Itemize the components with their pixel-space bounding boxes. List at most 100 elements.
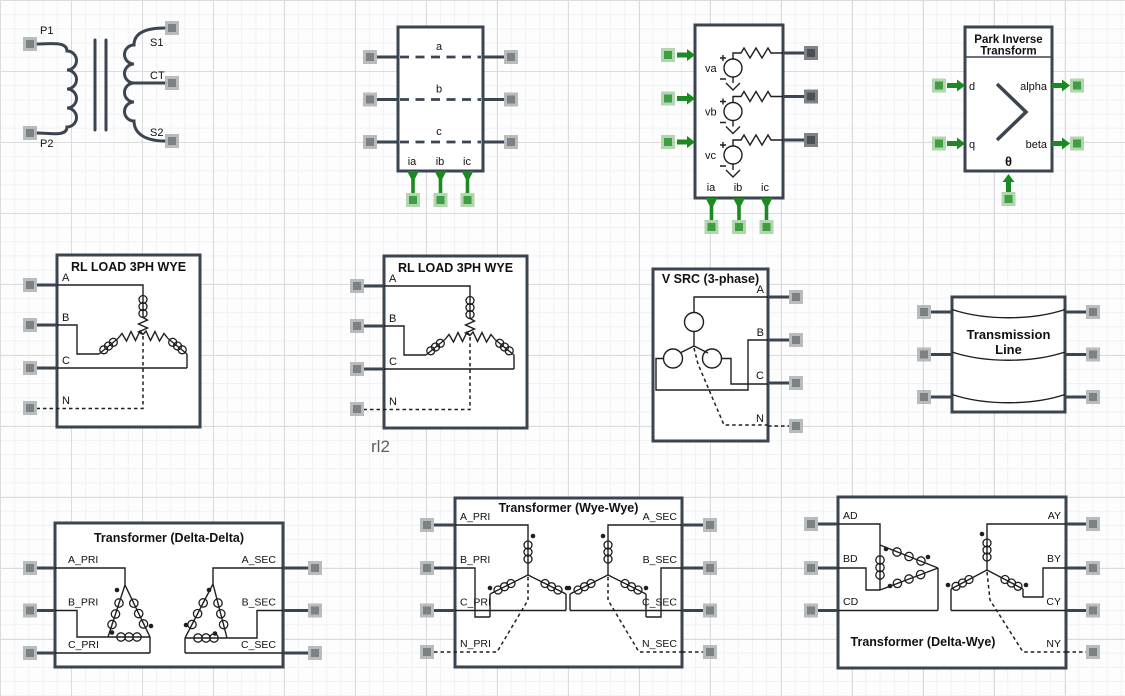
component-controlled-vsrc[interactable]: va vb vc ia ib ic — [661, 23, 818, 234]
port-c-pri[interactable] — [23, 646, 37, 660]
component-body[interactable] — [693, 23, 785, 200]
component-center-tap-transformer[interactable]: P1 P2 S1 CT S2 — [23, 21, 179, 150]
component-park-inverse-transform[interactable]: Park Inverse Transform d q alpha beta θ — [932, 25, 1084, 206]
component-vsrc-3phase[interactable]: V SRC (3-phase) A B C N — [651, 267, 803, 443]
port-a-left[interactable] — [363, 50, 377, 64]
component-body[interactable] — [963, 25, 1054, 173]
port-b-sec[interactable] — [703, 561, 717, 575]
port-n[interactable] — [350, 402, 364, 416]
port-ad[interactable] — [804, 517, 818, 531]
component-transformer-wye-wye[interactable]: Transformer (Wye-Wye) A_PRI B_PRI C_PRI — [420, 496, 717, 669]
port-vc[interactable] — [661, 135, 675, 149]
port-b-pri[interactable] — [420, 561, 434, 575]
port-beta[interactable] — [1070, 136, 1084, 151]
current-label-ic: ic — [761, 182, 769, 194]
port-s1[interactable] — [165, 21, 179, 35]
port-d[interactable] — [932, 78, 946, 93]
input-label-q: q — [969, 139, 975, 151]
component-body[interactable] — [950, 295, 1067, 414]
port-ic[interactable] — [759, 220, 774, 234]
port-label-b-pri: B_PRI — [68, 597, 98, 609]
title-line2: Transform — [980, 46, 1036, 58]
port-c-out[interactable] — [804, 133, 818, 147]
port-n-pri[interactable] — [420, 645, 434, 659]
port-ia[interactable] — [704, 220, 719, 234]
port-a-sec[interactable] — [703, 518, 717, 532]
port-a-pri[interactable] — [23, 561, 37, 575]
component-body[interactable] — [836, 495, 1068, 670]
port-c-left[interactable] — [363, 135, 377, 149]
port-theta[interactable] — [1001, 192, 1016, 206]
port-cy[interactable] — [1086, 603, 1100, 618]
component-body[interactable] — [382, 254, 529, 430]
component-transformer-delta-delta[interactable]: Transformer (Delta-Delta) A_PRI B_PRI C_… — [23, 521, 322, 669]
port-c-sec[interactable] — [308, 646, 322, 660]
component-body[interactable] — [55, 253, 202, 429]
phase-label-c: c — [436, 126, 442, 138]
port-b-right[interactable] — [1086, 347, 1100, 362]
port-alpha[interactable] — [1070, 78, 1084, 93]
port-c-left[interactable] — [917, 390, 931, 404]
port-a-right[interactable] — [1086, 305, 1100, 319]
component-rl-load-2[interactable]: RL LOAD 3PH WYE A B C N rl2 — [350, 254, 529, 456]
port-a-sec[interactable] — [308, 561, 322, 575]
port-c[interactable] — [789, 376, 803, 390]
port-a-out[interactable] — [804, 46, 818, 60]
transform-chevron-icon — [995, 82, 1029, 142]
component-rl-load-1[interactable]: RL LOAD 3PH WYE A B C N — [23, 253, 202, 429]
port-a[interactable] — [789, 290, 803, 304]
port-n[interactable] — [789, 419, 803, 433]
port-ib[interactable] — [732, 220, 746, 234]
port-label-n-sec: N_SEC — [642, 638, 677, 650]
port-c-pri[interactable] — [420, 603, 434, 618]
port-b-left[interactable] — [917, 347, 931, 362]
port-cd[interactable] — [804, 603, 818, 618]
component-body[interactable] — [53, 521, 285, 669]
port-a[interactable] — [350, 279, 364, 293]
port-ay[interactable] — [1086, 517, 1100, 531]
line-sag-c — [951, 393, 1066, 404]
port-ct[interactable] — [165, 76, 179, 90]
port-p1[interactable] — [23, 37, 37, 51]
port-s2[interactable] — [165, 134, 179, 148]
port-a-right[interactable] — [504, 50, 518, 64]
component-transformer-delta-wye[interactable]: Transformer (Delta-Wye) AD BD CD AY BY — [804, 495, 1100, 670]
port-b[interactable] — [23, 318, 37, 332]
port-b-out[interactable] — [804, 89, 818, 104]
port-b-pri[interactable] — [23, 603, 37, 618]
port-va[interactable] — [661, 48, 675, 62]
port-b-right[interactable] — [504, 92, 518, 107]
vsrc-row-a — [720, 46, 783, 91]
component-body[interactable] — [651, 267, 770, 443]
port-n[interactable] — [23, 401, 37, 415]
port-b-left[interactable] — [363, 92, 377, 107]
port-b-sec[interactable] — [308, 603, 322, 618]
port-c-right[interactable] — [1086, 390, 1100, 404]
port-vb[interactable] — [661, 91, 675, 106]
port-ib[interactable] — [433, 193, 448, 207]
port-a[interactable] — [23, 278, 37, 292]
port-ia[interactable] — [406, 193, 420, 207]
port-c[interactable] — [23, 361, 37, 375]
component-body[interactable] — [453, 496, 684, 669]
port-q[interactable] — [932, 136, 946, 151]
component-transmission-line[interactable]: Transmission Line — [917, 295, 1100, 414]
port-a-left[interactable] — [917, 305, 931, 319]
port-n-sec[interactable] — [703, 645, 717, 659]
port-p2[interactable] — [23, 126, 37, 140]
port-ny[interactable] — [1086, 645, 1100, 659]
port-a-pri[interactable] — [420, 518, 434, 532]
port-c-right[interactable] — [504, 135, 518, 149]
port-c-sec[interactable] — [703, 603, 717, 618]
port-by[interactable] — [1086, 561, 1100, 575]
port-b[interactable] — [789, 333, 803, 347]
port-label-b: B — [389, 313, 396, 325]
port-ic[interactable] — [460, 193, 475, 207]
port-b[interactable] — [350, 319, 364, 333]
component-three-phase-breakout[interactable]: a b c ia ib ic — [363, 25, 518, 207]
port-c[interactable] — [350, 362, 364, 376]
port-bd[interactable] — [804, 561, 818, 575]
port-label-p1: P1 — [40, 25, 53, 37]
